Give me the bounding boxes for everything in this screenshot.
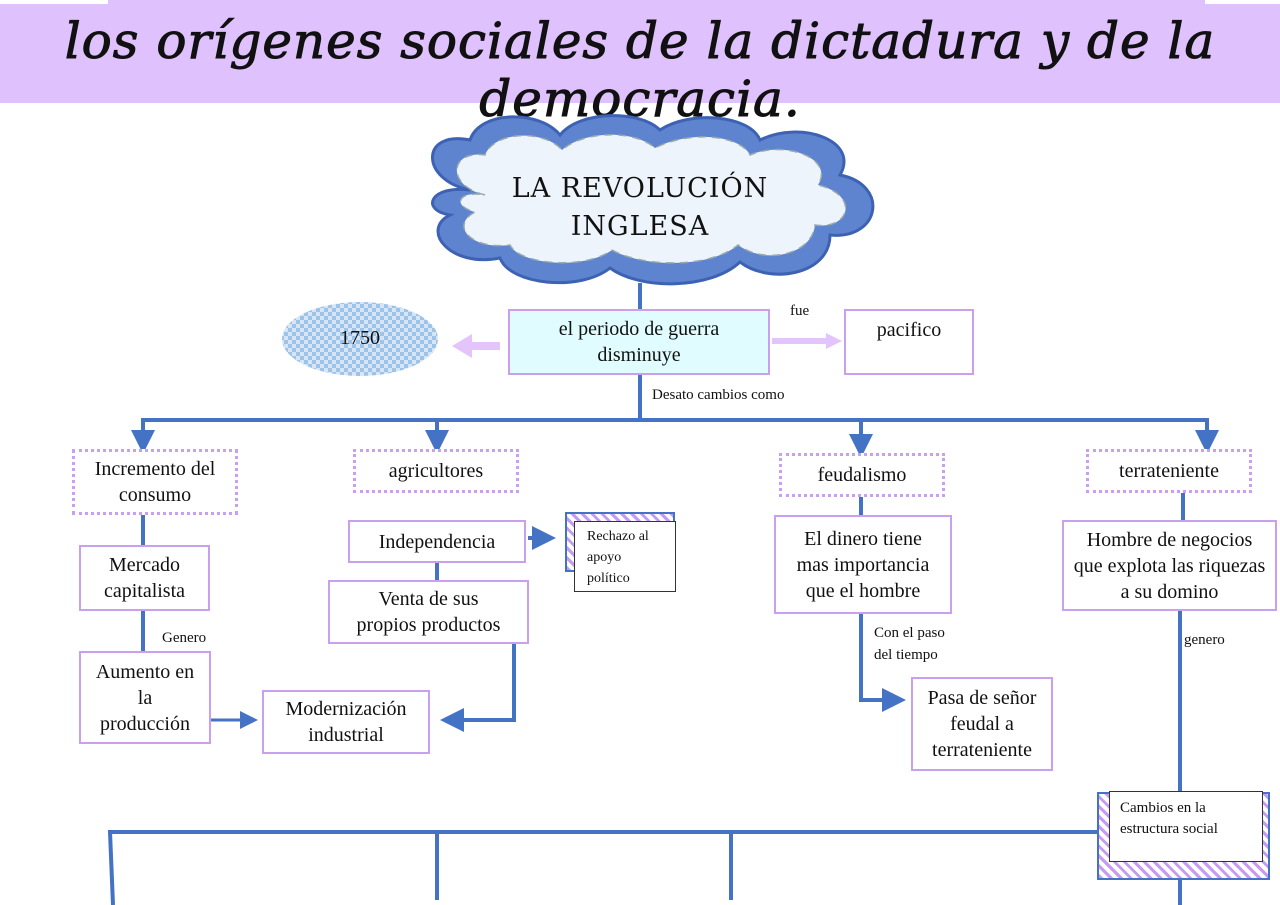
title-band — [0, 4, 1280, 103]
dinero-box: El dinero tiene mas importancia que el h… — [774, 515, 952, 614]
central-topic-line1: LA REVOLUCIÓN — [511, 173, 769, 204]
pasa-box: Pasa de señor feudal a terrateniente — [911, 677, 1053, 771]
page-title: los orígenes sociales de la dictadura y … — [64, 12, 1216, 129]
feudalismo-box: feudalismo — [779, 453, 945, 497]
periodo-box: el periodo de guerra disminuye — [508, 309, 770, 375]
genero-label-1: Genero — [162, 630, 207, 646]
terrateniente-box: terrateniente — [1086, 449, 1252, 493]
central-topic: LA REVOLUCIÓN INGLESA — [470, 170, 810, 246]
cambios-box: Cambios en la estructura social — [1109, 791, 1263, 862]
incremento-box: Incremento del consumo — [72, 449, 238, 515]
desato-label: Desato cambios como — [652, 387, 785, 403]
cloud-shape — [431, 114, 875, 286]
aumento-box: Aumento en la producción — [79, 651, 211, 744]
genero-label-2: genero — [1184, 632, 1225, 648]
independencia-box: Independencia — [348, 520, 526, 563]
modernizacion-box: Modernización industrial — [262, 690, 430, 754]
fue-label: fue — [790, 303, 810, 319]
con-paso-label: Con el paso del tiempo — [874, 625, 945, 663]
venta-box: Venta de sus propios productos — [328, 580, 529, 644]
agricultores-box: agricultores — [353, 449, 519, 493]
hombre-box: Hombre de negocios que explota las rique… — [1062, 520, 1277, 611]
rechazo-box: Rechazo al apoyo político — [574, 521, 676, 592]
central-topic-line2: INGLESA — [570, 211, 710, 242]
title-band-top — [108, 0, 1205, 5]
pacifico-box: pacifico — [844, 309, 974, 375]
year-label: 1750 — [340, 327, 380, 349]
mercado-box: Mercado capitalista — [79, 545, 210, 611]
year-oval — [282, 302, 438, 376]
